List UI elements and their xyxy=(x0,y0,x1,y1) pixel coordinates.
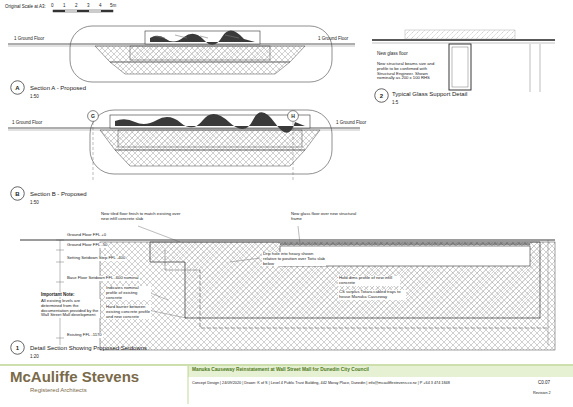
glass-support-detail xyxy=(372,30,555,92)
callout-number: 2 xyxy=(374,88,389,103)
annotation: Original Scale at A3: xyxy=(5,4,46,9)
firm-name: McAuliffe Stevens xyxy=(10,368,139,385)
annotation: Drip hole into heavy shown relative to p… xyxy=(262,252,326,266)
callout-number: A xyxy=(10,80,25,95)
detail-section-1 xyxy=(20,226,555,350)
annotation: 1:50 xyxy=(30,200,39,205)
view-title: Section A - Proposed xyxy=(30,85,86,92)
annotation: 1:20 xyxy=(30,354,39,359)
annotation: CS surplus Totara cabled trays to house … xyxy=(338,290,406,300)
annotation: 0 xyxy=(51,3,54,8)
annotation: Indicates nominal profile of existing co… xyxy=(105,286,151,300)
callout-bubble: H xyxy=(287,110,299,122)
callout-bubble: B xyxy=(10,186,25,201)
annotation: 1:50 xyxy=(30,94,39,99)
title-rule xyxy=(0,365,573,366)
annotation: Important Note: xyxy=(40,292,76,297)
annotation: Hard barrier between existing concrete p… xyxy=(105,305,151,319)
annotation: 1 Ground Floor xyxy=(14,36,44,41)
annotation: Ground Floor FFL +0 xyxy=(66,233,107,238)
callout-bubble: 2 xyxy=(374,88,389,103)
view-title: Section B - Proposed xyxy=(30,191,87,198)
annotation: New tiled floor finish to match existing… xyxy=(100,212,182,222)
annotation: 1 Ground Floor xyxy=(318,36,348,41)
annotation: New glass floor over new structural fram… xyxy=(290,212,362,222)
callout-number: 1 xyxy=(10,340,25,355)
scale-bar xyxy=(53,10,113,12)
title-bar xyxy=(188,366,573,377)
annotation: 1 Ground Floor xyxy=(336,120,366,125)
annotation: Manuka Causeway Reinstatement at Wall St… xyxy=(192,367,369,373)
annotation: All existing levels are determined from … xyxy=(40,299,100,318)
annotation: 1:5 xyxy=(392,100,398,105)
annotation: 1 xyxy=(63,3,66,8)
section-b xyxy=(8,110,360,182)
annotation: Base Floor Setdown FFL -600 nominal xyxy=(66,276,140,281)
annotation: Ground Floor FFL -50 xyxy=(66,243,108,248)
annotation: Setting Setdown Step FFL -400 xyxy=(66,256,126,261)
annotation: 2 xyxy=(75,3,78,8)
annotation: 3 xyxy=(87,3,90,8)
callout-bubble: A xyxy=(10,80,25,95)
annotation: New structural beams size and profile to… xyxy=(376,62,446,81)
view-title: Detail Section Showing Proposed Setdowns xyxy=(30,345,147,352)
annotation: Existing FFL -1170 xyxy=(66,333,103,338)
callout-number: B xyxy=(10,186,25,201)
annotation: C0.07 xyxy=(538,380,550,385)
annotation: Hold dims profile of new infill concrete xyxy=(338,276,400,286)
annotation: 4 xyxy=(99,3,102,8)
annotation: Revision 2 xyxy=(533,391,551,395)
annotation: 5m xyxy=(110,3,116,8)
annotation: 1 Ground Floor xyxy=(12,120,42,125)
callout-bubble: 1 xyxy=(10,340,25,355)
annotation: New glass floor xyxy=(376,51,409,56)
callout-number: G xyxy=(87,110,99,122)
annotation: Concept Design | 24/09/2020 | Drawn: K o… xyxy=(192,381,450,385)
callout-bubble: G xyxy=(87,110,99,122)
view-title: Registered Architects xyxy=(30,387,87,394)
view-title: Typical Glass Support Detail xyxy=(392,91,467,98)
callout-number: H xyxy=(287,110,299,122)
section-a xyxy=(8,26,355,82)
